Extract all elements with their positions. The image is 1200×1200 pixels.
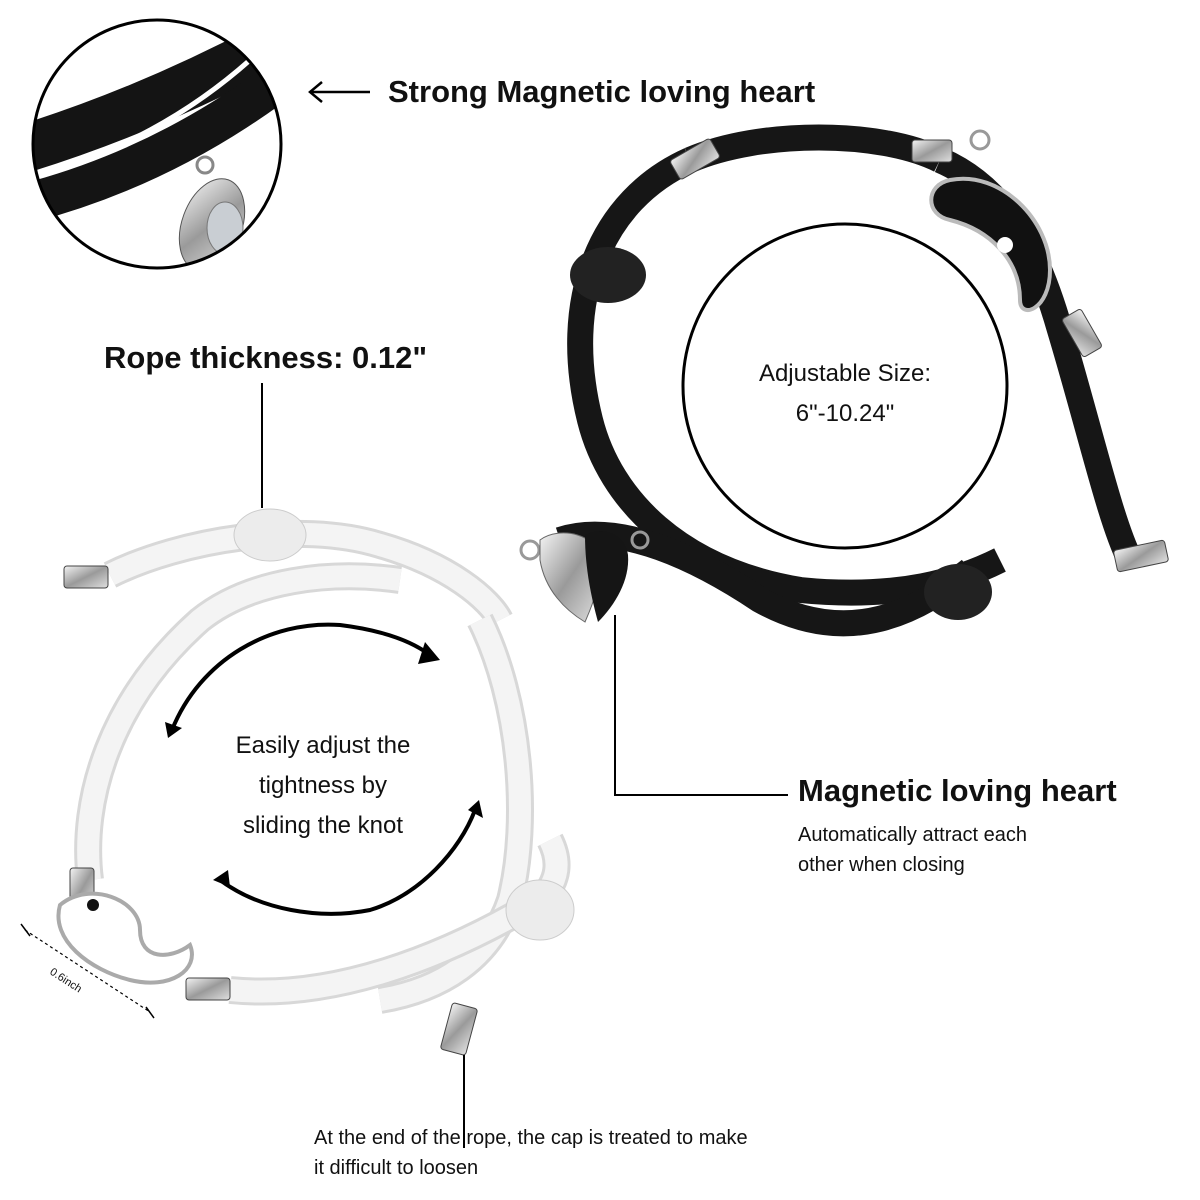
strong-magnet-label: Strong Magnetic loving heart	[388, 74, 816, 109]
white-bracelet	[56, 508, 575, 1056]
dimension-line	[24, 929, 151, 1013]
cap-line2: it difficult to loosen	[314, 1157, 479, 1179]
magnetic-heart-title: Magnetic loving heart	[798, 773, 1117, 808]
magnetic-heart-desc2: other when closing	[798, 854, 965, 876]
adjust-knot-line2: tightness by	[258, 772, 388, 799]
heart-leader-line	[614, 615, 788, 796]
cap-label: At the end of the rope, the cap is treat…	[314, 1123, 748, 1183]
size-circle	[681, 222, 1009, 550]
cap-line1: At the end of the rope, the cap is treat…	[314, 1127, 748, 1149]
adjust-knot-line1: Easily adjust the	[235, 732, 411, 759]
black-bracelet	[555, 124, 1169, 637]
rope-thickness-label: Rope thickness: 0.12"	[104, 340, 428, 375]
adjust-arrows-icon	[170, 622, 477, 916]
adjustable-size-line1: Adjustable Size:	[758, 360, 932, 387]
adjustable-size-line2: 6"-10.24"	[795, 400, 895, 427]
magnetic-hearts	[519, 530, 650, 623]
magnetic-heart-desc1: Automatically attract each	[798, 824, 1027, 846]
zoom-inset	[31, 18, 283, 270]
magnetic-heart-desc: Automatically attract each other when cl…	[798, 820, 1027, 880]
adjust-knot-label: Easily adjust the tightness by sliding t…	[198, 726, 448, 846]
adjustable-size-label: Adjustable Size: 6"-10.24"	[690, 354, 1000, 434]
adjust-knot-line3: sliding the knot	[242, 812, 404, 839]
